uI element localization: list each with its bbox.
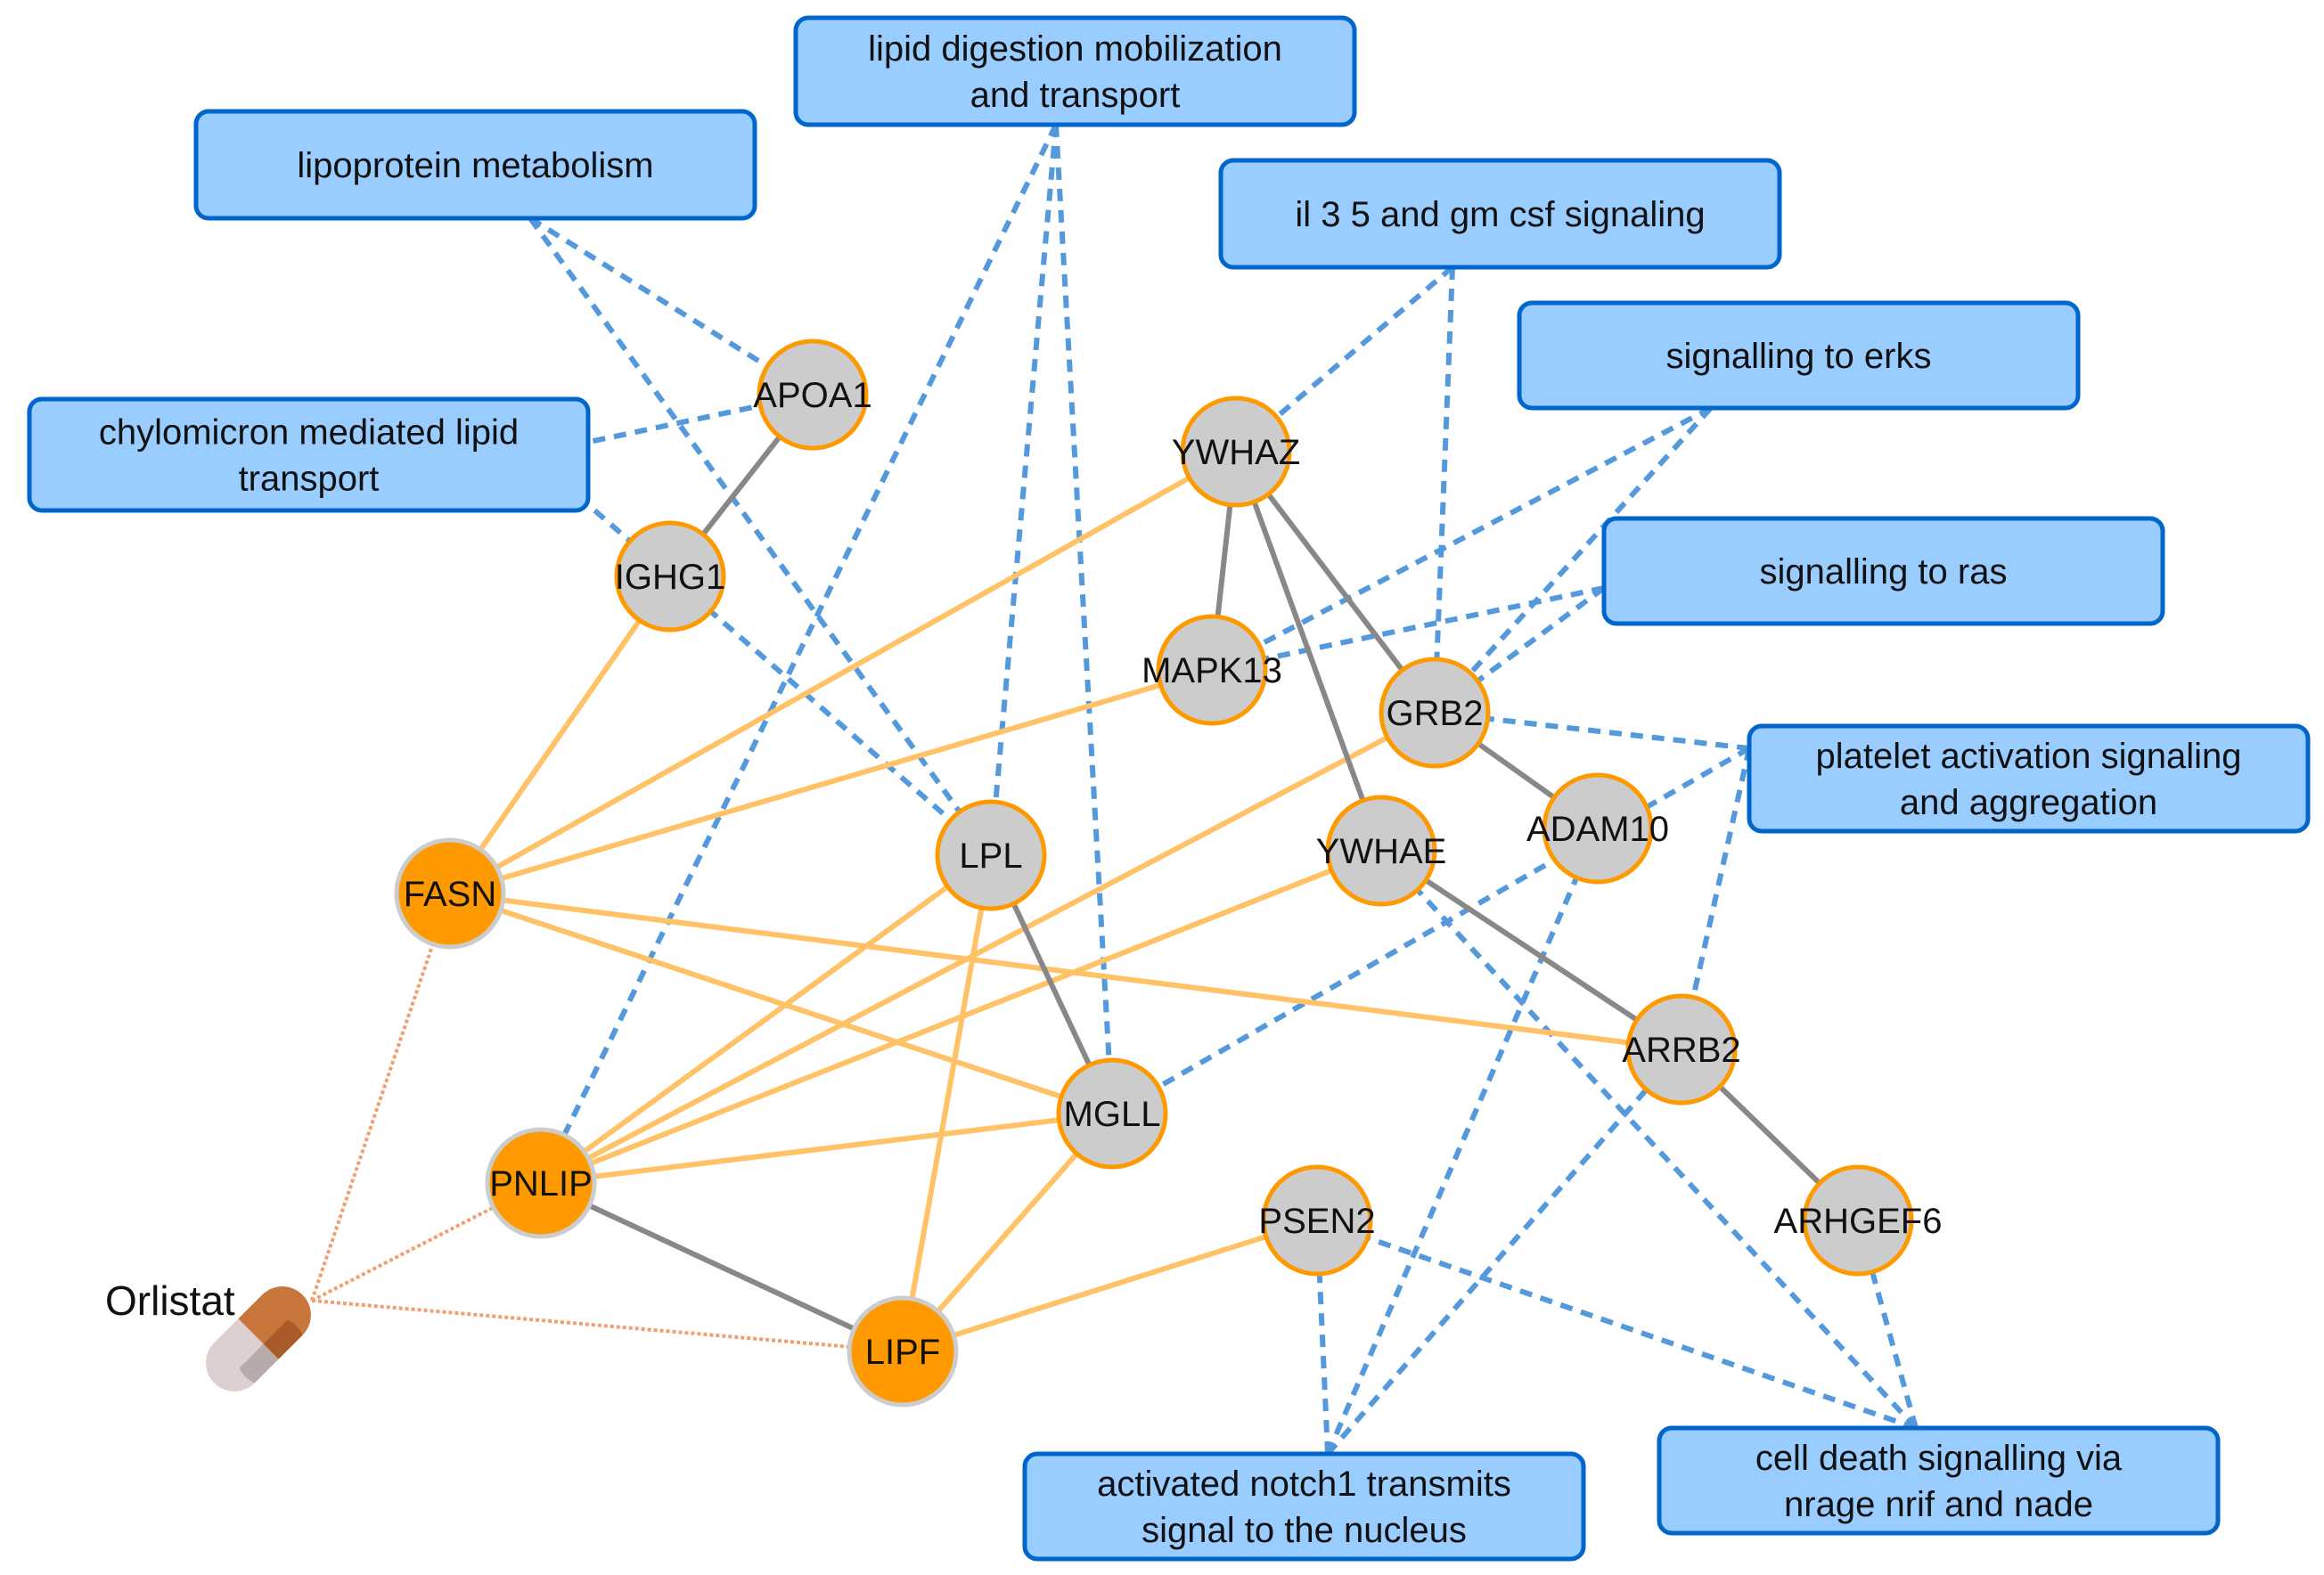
pathway-edge-lipid-digestion-pnlip [538, 123, 1059, 1185]
pathway-box-platelet: platelet activation signaling and aggrega… [1747, 723, 2311, 834]
pathway-label: transport [239, 460, 380, 499]
gene-node-lpl: LPL [935, 799, 1047, 911]
drug-label: Orlistat [105, 1277, 235, 1324]
gene-label: MGLL [1064, 1095, 1161, 1134]
pathway-edge-il35-grb2 [1432, 266, 1455, 714]
gene-label: ADAM10 [1526, 810, 1669, 849]
gene-label: PSEN2 [1258, 1202, 1375, 1241]
pathway-edge-ras-mapk13 [1211, 585, 1605, 673]
target-edge-pnlip-lpl [539, 853, 993, 1186]
gene-node-fasn: FASN [394, 837, 506, 950]
pathway-box-cell-death: cell death signalling via nrage nrif and … [1657, 1425, 2221, 1536]
gene-label: LPL [959, 836, 1022, 876]
target-edge-lipf-psen2 [902, 1218, 1318, 1354]
gene-label: ARRB2 [1622, 1031, 1740, 1070]
pathway-box-erks: signalling to erks [1517, 300, 2081, 411]
pathway-boxes: lipid digestion mobilization and transpor… [27, 15, 2311, 1562]
drug-edges [310, 893, 904, 1353]
pathway-edge-lipid-digestion-lpl [988, 124, 1059, 856]
gene-label: YWHAZ [1172, 433, 1300, 472]
target-edges [447, 449, 1682, 1354]
target-edge-lipf-lpl [900, 854, 994, 1352]
pathway-edge-erks-mapk13 [1210, 405, 1713, 673]
drug-edge-lipf [311, 1299, 904, 1353]
pathway-label: signal to the nucleus [1142, 1511, 1467, 1550]
pathway-label: nrage nrif and nade [1784, 1485, 2093, 1524]
pathway-box-chylomicron: chylomicron mediated lipid transport [27, 396, 591, 513]
gene-label: YWHAE [1316, 832, 1447, 871]
gene-node-ighg1: IGHG1 [614, 520, 726, 632]
gene-node-lipf: LIPF [847, 1295, 959, 1408]
pathway-label: activated notch1 transmits [1097, 1465, 1511, 1504]
pathway-label: platelet activation signaling [1815, 737, 2241, 776]
pathway-label: lipid digestion mobilization [868, 29, 1282, 69]
pathway-label: and aggregation [1900, 783, 2157, 822]
gene-node-arrb2: ARRB2 [1622, 993, 1741, 1106]
gene-node-mapk13: MAPK13 [1142, 614, 1282, 726]
gene-label: IGHG1 [615, 558, 725, 597]
target-edge-fasn-mgll [449, 891, 1113, 1116]
gene-node-mgll: MGLL [1056, 1057, 1168, 1170]
gene-label: APOA1 [753, 376, 872, 415]
gene-label: GRB2 [1387, 694, 1484, 733]
pathway-label: and transport [970, 76, 1181, 115]
ppi-edge-ywhae-arrb2 [1379, 848, 1683, 1052]
gene-label: ARHGEF6 [1774, 1202, 1943, 1241]
gene-label: MAPK13 [1142, 651, 1282, 690]
drug-edge-fasn [310, 893, 452, 1302]
target-edge-pnlip-grb2 [539, 710, 1436, 1186]
gene-node-apoa1: APOA1 [753, 339, 872, 451]
pathway-edge-notch1-arrb2 [1325, 1048, 1684, 1456]
pathway-label: signalling to erks [1666, 337, 1932, 376]
pathway-edge-lipoprotein-lpl [528, 216, 994, 857]
gene-node-pnlip: PNLIP [485, 1127, 597, 1239]
pathway-edge-notch1-adam10 [1325, 827, 1600, 1456]
pathway-box-ras: signalling to ras [1601, 516, 2165, 626]
pathway-label: cell death signalling via [1755, 1439, 2123, 1478]
pathway-edge-lipid-digestion-mgll [1053, 124, 1115, 1114]
gene-label: PNLIP [489, 1164, 593, 1204]
capsule-icon [206, 1286, 311, 1391]
pathway-edge-cell-death-ywhae [1379, 848, 1919, 1431]
drug-node: Orlistat [105, 1277, 311, 1391]
gene-node-adam10: ADAM10 [1526, 772, 1669, 885]
gene-node-ywhae: YWHAE [1316, 795, 1447, 907]
target-edge-fasn-ywhaz [448, 449, 1238, 896]
ppi-edge-pnlip-lipf [539, 1180, 904, 1354]
pathway-edge-chylomicron-lpl [528, 452, 993, 858]
target-edge-pnlip-mgll [540, 1111, 1113, 1186]
gene-label: LIPF [865, 1333, 940, 1372]
target-edge-fasn-mapk13 [449, 667, 1213, 896]
pathway-edge-erks-grb2 [1432, 405, 1714, 715]
target-edge-fasn-ighg1 [447, 575, 673, 895]
pathway-label: signalling to ras [1760, 552, 2008, 592]
gene-label: FASN [404, 875, 496, 914]
pathway-box-il35: il 3 5 and gm csf signaling [1218, 158, 1782, 270]
pathway-label: il 3 5 and gm csf signaling [1295, 195, 1705, 234]
gene-node-grb2: GRB2 [1379, 657, 1491, 769]
ppi-edge-ywhaz-ywhae [1233, 450, 1384, 853]
pathway-box-notch1: activated notch1 transmits signal to the … [1022, 1451, 1586, 1562]
pathway-label: chylomicron mediated lipid [99, 413, 519, 453]
gene-node-arhgef6: ARHGEF6 [1774, 1164, 1943, 1277]
pathway-box-lipid-digestion: lipid digestion mobilization and transpor… [793, 15, 1357, 127]
pathway-box-lipoprotein: lipoprotein metabolism [193, 109, 757, 221]
pathway-label: lipoprotein metabolism [297, 146, 653, 185]
gene-node-ywhaz: YWHAZ [1172, 396, 1300, 508]
target-edge-fasn-arrb2 [449, 891, 1682, 1052]
gene-node-psen2: PSEN2 [1258, 1164, 1376, 1277]
pathway-edge-platelet-mgll [1110, 746, 1751, 1116]
